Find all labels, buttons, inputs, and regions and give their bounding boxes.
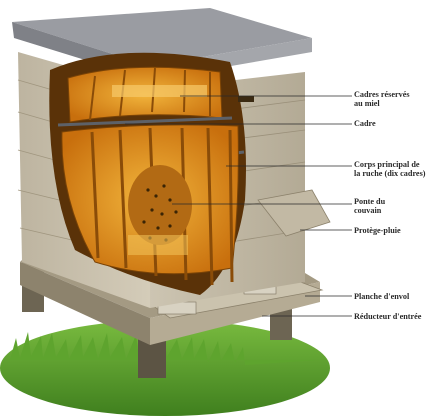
honey-super-frames — [68, 67, 222, 122]
entrance-slot — [238, 96, 254, 102]
label-corps-principal: Corps principal de la ruche (dix cadres) — [354, 160, 425, 178]
label-cadres-reserves: Cadres réservés au miel — [354, 90, 410, 108]
label-cadre: Cadre — [354, 119, 376, 128]
label-reducteur-entree: Réducteur d'entrée — [354, 312, 421, 321]
label-planche-envol: Planche d'envol — [354, 292, 409, 301]
label-protege-pluie: Protège-pluie — [354, 226, 401, 235]
label-ponte-couvain: Ponte du couvain — [354, 197, 385, 215]
